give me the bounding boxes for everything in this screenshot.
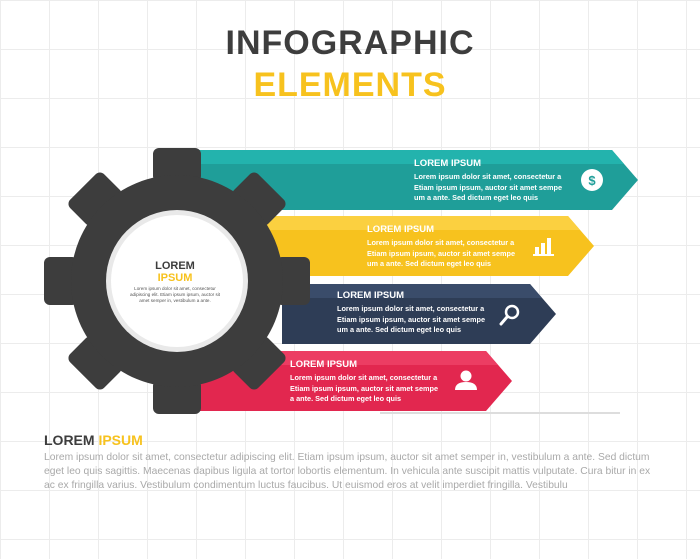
banner-4-heading: LOREM IPSUM [290, 359, 358, 370]
banner-4-body: Lorem ipsum dolor sit amet, consectetur … [290, 373, 438, 405]
center-title-part-1: LOREM [155, 260, 195, 272]
banner-1-shade [196, 150, 624, 164]
banner-3-line-3: um a ante. Sed dictum eget leo quis [337, 325, 462, 334]
banner-2-body: Lorem ipsum dolor sit amet, consectetur … [367, 238, 515, 270]
banner-1-heading: LOREM IPSUM [414, 158, 482, 169]
banner-3-heading: LOREM IPSUM [337, 290, 405, 301]
svg-text:$: $ [588, 173, 596, 188]
banner-2-line-2: Etiam ipsum ipsum, auctor sit amet sempe [367, 248, 516, 258]
banner-3 [282, 284, 556, 344]
banner-1-line-1: Lorem ipsum dolor sit amet, consectetur … [414, 172, 562, 181]
footer-body-text: Lorem ipsum dolor sit amet, consectetur … [44, 452, 651, 491]
banner-2-shape [262, 216, 594, 276]
center-body-text: Lorem ipsum dolor sit amet, consectetur … [129, 286, 221, 303]
banner-2-line-3: um a ante. Sed dictum eget leo quis [367, 259, 492, 268]
banner-3-line-1: Lorem ipsum dolor sit amet, consectetur … [337, 304, 485, 313]
dollar-icon: $ [581, 169, 603, 191]
banner-4-line-1: Lorem ipsum dolor sit amet, consectetur … [290, 373, 438, 382]
banner-1-line-2: Etiam ipsum ipsum, auctor sit amet sempe [414, 182, 563, 192]
banner-4-line-3: a ante. Sed dictum eget leo quis [290, 394, 402, 403]
banner-3-line-2: Etiam ipsum ipsum, auctor sit amet sempe [337, 314, 486, 324]
gear-inner-circle [111, 215, 243, 347]
banner-1-line-3: um a ante. Sed dictum eget leo quis [414, 193, 539, 202]
center-title-part-2: IPSUM [157, 272, 193, 284]
banner-2-line-1: Lorem ipsum dolor sit amet, consectetur … [367, 238, 515, 247]
user-icon [455, 370, 477, 390]
banner-2 [262, 216, 594, 276]
footer-heading-part-1: LOREM [44, 432, 99, 448]
magnifier-icon [499, 304, 520, 326]
banner-2-heading: LOREM IPSUM [367, 224, 435, 235]
banner-1-shape [196, 150, 638, 210]
banner-4-line-2: Etiam ipsum ipsum, auctor sit amet sempe [290, 383, 439, 393]
footer-heading-part-2: IPSUM [98, 432, 143, 448]
banner-3-shape [282, 284, 556, 344]
banner-3-body: Lorem ipsum dolor sit amet, consectetur … [337, 304, 485, 336]
banner-3-shade [282, 284, 542, 298]
banner-1 [196, 150, 638, 210]
title-line-1: INFOGRAPHIC [225, 24, 475, 62]
footer-heading: LOREM IPSUM [44, 432, 143, 448]
banner-1-body: Lorem ipsum dolor sit amet, consectetur … [414, 172, 562, 204]
banner-2-shade [262, 216, 580, 230]
title-line-2: ELEMENTS [253, 66, 447, 104]
bar-chart-icon [533, 238, 554, 256]
